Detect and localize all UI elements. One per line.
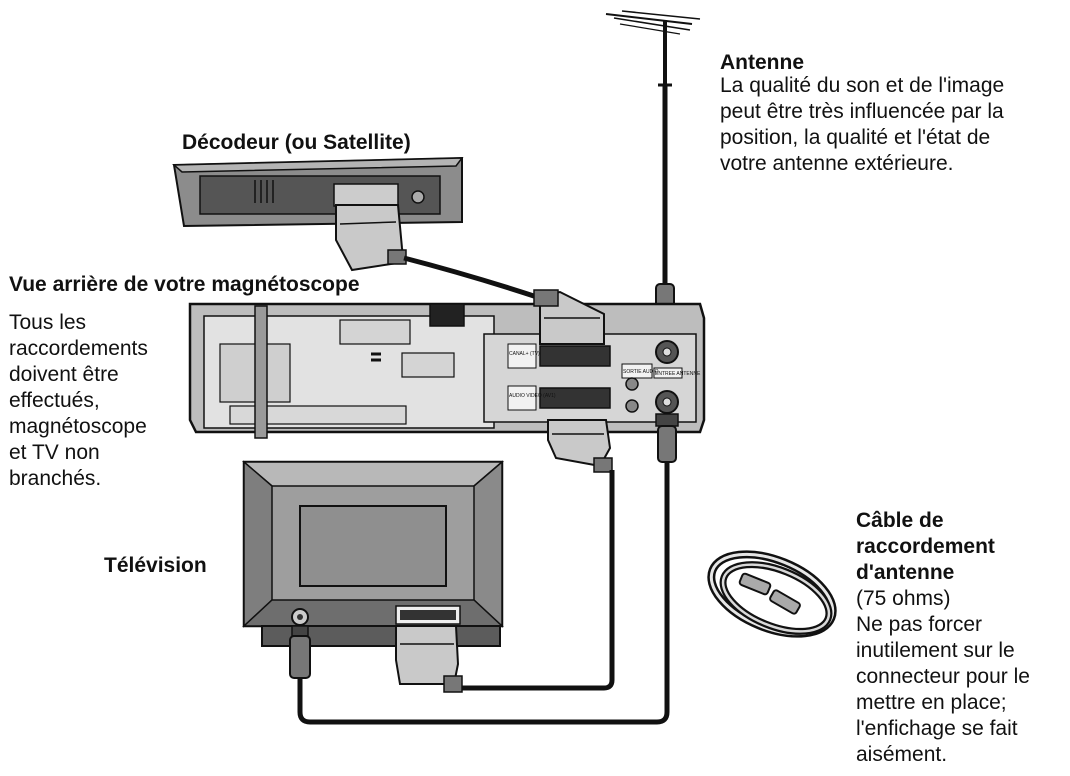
decoder-scart-plug — [335, 204, 407, 272]
vcr-note-line-3: doivent être — [9, 363, 119, 386]
television-device — [241, 460, 505, 647]
decoder-title: Décodeur (ou Satellite) — [182, 131, 411, 154]
tv-rf-plug — [289, 625, 311, 679]
cable-desc-line-6: l'enfichage se fait — [856, 717, 1018, 740]
vcr-note-line-1: Tous les — [9, 311, 87, 334]
cable-title-line-3: d'antenne — [856, 561, 955, 584]
cable-desc-line-5: mettre en place; — [856, 691, 1007, 714]
cable-desc-line-2: Ne pas forcer — [856, 613, 983, 636]
tv-title: Télévision — [104, 554, 207, 577]
antenna-title: Antenne — [720, 51, 804, 74]
vcr-rf-out-plug — [655, 413, 679, 463]
vcr-audio-out-label: SORTIE AUDIO — [623, 369, 659, 375]
cable-desc-line-3: inutilement sur le — [856, 639, 1015, 662]
cable-desc-line-1: (75 ohms) — [856, 587, 951, 610]
decoder-to-vcr-cable — [403, 255, 541, 301]
vcr-panel-labels: CANAL+ (TV) AUDIO VIDEO (AV1) SORTIE AUD… — [509, 351, 701, 399]
vcr-note-line-7: branchés. — [9, 467, 102, 490]
antenna-desc-line-3: position, la qualité et l'état de — [720, 126, 991, 149]
antenna-icon — [605, 10, 701, 87]
vcr-note-line-4: effectués, — [9, 389, 100, 412]
cable-desc-line-4: connecteur pour le — [856, 665, 1030, 688]
vcr-note-line-6: et TV non — [9, 441, 100, 464]
cable-title-line-1: Câble de — [856, 509, 944, 532]
vcr-title: Vue arrière de votre magnétoscope — [9, 273, 360, 296]
coiled-antenna-cable-icon — [707, 550, 837, 638]
antenna-desc-line-4: votre antenne extérieure. — [720, 152, 954, 175]
vcr-rf-in-label: ENTREE ANTENNE — [655, 371, 701, 377]
vcr-scart-plug-top — [533, 289, 605, 345]
vcr-to-tv-rf-cable — [297, 462, 670, 725]
vcr-scart-plug-bottom — [547, 419, 613, 473]
vcr-scart-bottom-label: AUDIO VIDEO (AV1) — [509, 393, 556, 399]
vcr-note-line-2: raccordements — [9, 337, 148, 360]
antenna-desc-line-1: La qualité du son et de l'image — [720, 74, 1005, 97]
vcr-scart-top-label: CANAL+ (TV) — [509, 351, 540, 357]
cable-desc-line-7: aisément. — [856, 743, 948, 766]
antenna-desc-line-2: peut être très influencée par la — [720, 100, 1004, 123]
antenna-cable — [651, 85, 679, 327]
vcr-to-tv-scart-cable — [460, 470, 615, 691]
decoder-device — [172, 156, 464, 228]
vcr-note-line-5: magnétoscope — [9, 415, 147, 438]
tv-scart-plug — [395, 625, 463, 693]
cable-title-line-2: raccordement — [856, 535, 995, 558]
